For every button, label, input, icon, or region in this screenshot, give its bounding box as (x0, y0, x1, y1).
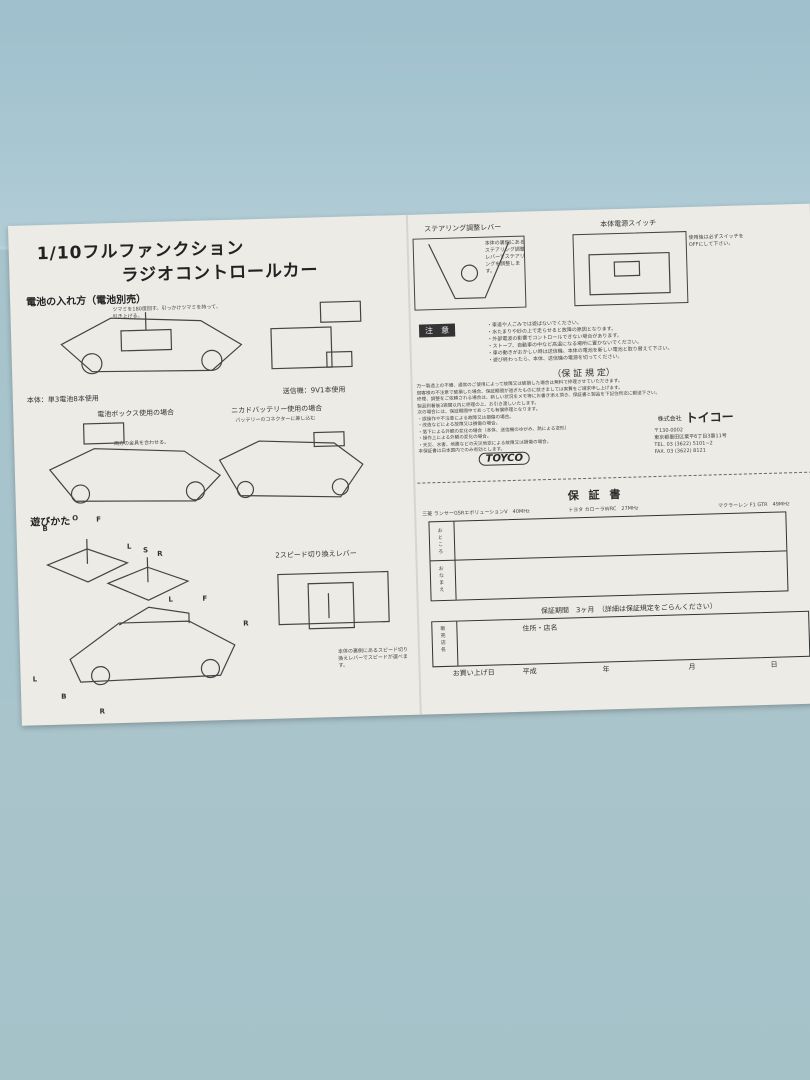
purchase-date-label: お買い上げ日 (452, 668, 495, 678)
steering-illustration-frame (412, 235, 527, 311)
car-chassis-illustration (60, 312, 243, 375)
warranty-rules-heading: （保 証 規 定） (552, 368, 616, 380)
steering-heading: ステアリング調整レバー (424, 223, 502, 234)
day-label: 日 (770, 660, 778, 669)
address-label: おところ (437, 527, 444, 556)
name-label: おなまえ (438, 565, 445, 594)
stick-label-o: O (72, 514, 79, 523)
model-2: トヨタ カローラWRC 27MHz (568, 505, 639, 514)
car-nicad-illustration (218, 431, 364, 499)
store-table: 販売店名 住所・店名 (431, 610, 810, 668)
caution-list: ・車道や人ごみでは遊ばないでください。 ・水たまりや砂の上で走らせると故障の原因… (487, 314, 788, 364)
dir-label-l-bottom: L (32, 675, 38, 684)
warranty-card: 保 証 書 三菱 ランサーGSRエボリューションV 40MHz トヨタ カローラ… (417, 471, 810, 684)
power-switch-illustration (588, 251, 671, 296)
model-1: 三菱 ランサーGSRエボリューションV 40MHz (422, 508, 530, 518)
dir-label-b: B (61, 692, 67, 701)
stick-label-f: F (96, 515, 102, 524)
car-battery-box-illustration (48, 422, 221, 504)
company-prefix: 株式会社 (657, 415, 682, 423)
model-3: マクラーレン F1 GTR 49MHz (718, 501, 790, 510)
stick-label-s: S (142, 546, 149, 555)
address-field[interactable] (460, 517, 781, 556)
steering-note: 本体の裏側にあるステアリング調整レバーでステアリングを調整します。 (484, 239, 525, 275)
power-note: 使用後は必ずスイッチをOFFにして下さい。 (688, 233, 744, 248)
body-battery-label: 本体：単3電池8本使用 (26, 394, 99, 405)
month-label: 月 (688, 662, 696, 672)
nicad-case-label: ニカドバッテリー使用の場合 (231, 404, 323, 415)
caution-badge: 注 意 (418, 323, 456, 338)
era-label: 平成 (522, 667, 537, 676)
power-heading: 本体電源スイッチ (600, 218, 657, 229)
speed-heading: 2スピード切り換えレバー (275, 549, 357, 560)
dir-label-f: F (202, 594, 208, 603)
company-address-block: 〒130-0002 東京都墨田区業平6丁目3番11号 TEL. 03 (3622… (654, 424, 795, 456)
brand-logo: TOYCO (478, 451, 531, 466)
sports-car-illustration (69, 606, 236, 686)
dir-label-r-top: R (243, 619, 249, 628)
instruction-sheet: 1/10フルファンクション ラジオコントロールカー 電池の入れ方（電池別売） ツ… (8, 203, 810, 726)
customer-table: おところ おなまえ (428, 511, 789, 602)
company-name: トイコー (685, 409, 734, 426)
name-field[interactable] (461, 555, 782, 594)
stick-label-l: L (126, 542, 132, 551)
power-illustration-frame (572, 231, 689, 307)
nicad-note: バッテリーのコネクターに差し込む (235, 415, 316, 424)
stick-label-b: B (42, 525, 48, 534)
title-line2: ラジオコントロールカー (121, 260, 319, 286)
dir-label-l-top: L (168, 595, 174, 604)
speed-lever-illustration (277, 570, 390, 630)
transmitter-sticks-illustration (45, 538, 190, 601)
warranty-title: 保 証 書 (567, 487, 624, 503)
stick-label-r: R (157, 549, 163, 558)
speed-note: 本体の裏側にあるスピード切り換えレバーでスピードが選べます。 (337, 646, 409, 669)
steering-lever-illustration (428, 241, 510, 300)
store-label: 販売店名 (440, 625, 447, 654)
store-field[interactable] (463, 626, 804, 661)
year-label: 年 (602, 665, 610, 674)
background-cloth-bottom (0, 700, 810, 1080)
dir-label-r-bottom: R (99, 707, 106, 716)
transmitter-battery-label: 送信機：9V1本使用 (282, 385, 346, 396)
store-table-divider (456, 621, 459, 666)
transmitter-battery-illustration (270, 300, 362, 370)
